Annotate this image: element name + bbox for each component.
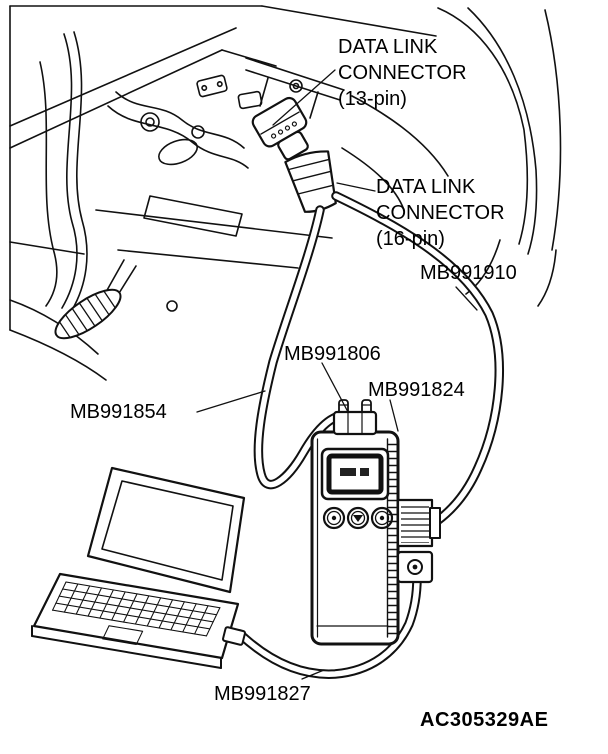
label-dlc-16pin: DATA LINK CONNECTOR (16-pin) xyxy=(376,174,505,252)
vci-buttons xyxy=(322,506,394,530)
leader-dlc13 xyxy=(272,69,336,126)
laptop-trackpad xyxy=(102,625,144,645)
label-part-mb991824: MB991824 xyxy=(368,379,465,401)
label-dlc-13pin: DATA LINK CONNECTOR (13-pin) xyxy=(338,34,467,112)
dlc-16pin-adapter xyxy=(284,150,337,213)
leader-mb991910 xyxy=(455,286,478,311)
label-part-mb991827: MB991827 xyxy=(214,683,311,705)
cable-mb991854 xyxy=(253,205,351,490)
vci-usb-port xyxy=(396,550,434,584)
vci-display xyxy=(320,447,390,501)
label-part-mb991806: MB991806 xyxy=(284,343,381,365)
dlc-13pin-connector xyxy=(251,96,309,161)
accelerator-pedal xyxy=(54,286,122,343)
cable-mb991910 xyxy=(331,191,504,526)
label-line: (13-pin) xyxy=(338,88,407,110)
label-part-mb991854: MB991854 xyxy=(70,401,167,423)
label-line: CONNECTOR xyxy=(338,62,467,84)
label-line: CONNECTOR xyxy=(376,202,505,224)
figure-code: AC305329AE xyxy=(420,709,549,731)
leader-mb991806 xyxy=(321,362,349,413)
vci-grip-ribs xyxy=(387,439,398,637)
vci-scan-tool xyxy=(310,399,441,646)
leader-mb991854 xyxy=(196,390,266,413)
cable-mb991827 xyxy=(235,573,422,679)
laptop-cable-plug xyxy=(222,626,246,646)
vci-side-connector xyxy=(396,498,441,548)
leader-mb991827 xyxy=(301,669,325,680)
leader-dlc16 xyxy=(336,182,376,192)
label-line: DATA LINK xyxy=(376,176,476,198)
label-line: DATA LINK xyxy=(338,36,438,58)
vci-top-connector xyxy=(332,399,378,436)
label-line: (16-pin) xyxy=(376,228,445,250)
leader-mb991824 xyxy=(389,399,399,432)
under-dash-illustration xyxy=(9,5,562,381)
laptop-keyboard xyxy=(51,581,221,645)
laptop-computer xyxy=(31,466,246,669)
label-part-mb991910: MB991910 xyxy=(420,262,517,284)
leader-lines xyxy=(196,69,478,680)
